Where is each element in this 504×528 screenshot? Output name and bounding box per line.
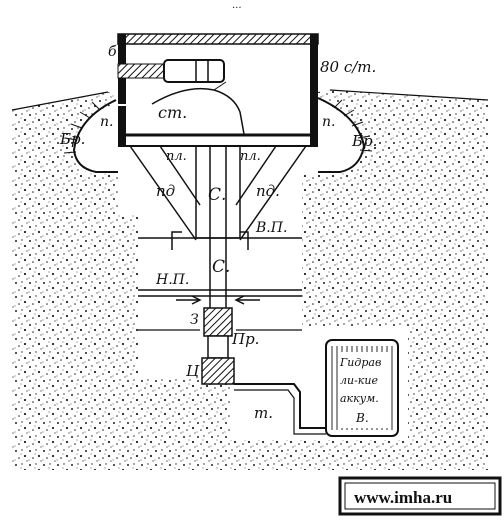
top-caption: ...	[232, 0, 242, 11]
label-z: З	[190, 312, 199, 328]
cylinder-ts	[201, 357, 235, 385]
watermark-text: www.imha.ru	[354, 488, 452, 507]
support-trusses	[129, 145, 307, 241]
label-vp: В.П.	[255, 220, 287, 236]
label-br-right: Бр.	[351, 132, 377, 150]
label-c-lower: С.	[212, 257, 230, 277]
label-accumulator-3: аккум.	[340, 392, 379, 405]
gun	[117, 59, 245, 135]
press-pr	[207, 335, 229, 359]
label-br-left: Бр.	[59, 130, 85, 148]
label-b: б	[108, 44, 117, 60]
label-accumulator-4: В.	[355, 411, 369, 425]
label-pl-left: пл.	[166, 149, 187, 164]
label-accumulator-1: Гидрав	[339, 356, 381, 369]
ground-surface-line	[11, 89, 489, 111]
label-gun-caliber: 80 с/т.	[320, 58, 376, 76]
label-st: ст.	[158, 103, 187, 122]
turret-wall-right	[310, 34, 318, 146]
label-p-left: п.	[100, 114, 113, 130]
label-pl-right: пл.	[240, 149, 261, 164]
label-ts: Ц	[186, 362, 200, 380]
parapet-left	[72, 99, 118, 173]
turret-wall-left	[118, 34, 126, 146]
label-np: Н.П.	[155, 272, 189, 288]
earth-fill	[12, 90, 488, 470]
upper-floor-vp	[138, 231, 302, 250]
turret-roof	[117, 33, 319, 45]
label-c-upper: С.	[208, 185, 226, 205]
watermark: www.imha.ru	[338, 476, 502, 516]
label-pr: Пр.	[231, 330, 259, 348]
label-t: т.	[254, 404, 273, 422]
gear-z	[203, 307, 233, 337]
brick-ring-right	[333, 99, 373, 152]
label-p-right: п.	[322, 114, 335, 130]
label-pd-right: пд.	[256, 182, 280, 200]
label-pd-left: пд	[156, 182, 175, 200]
hydraulic-pipe	[234, 383, 326, 429]
label-accumulator-2: ли-кие	[340, 374, 378, 387]
brick-ring-left	[63, 101, 101, 154]
lower-floor-np	[138, 289, 302, 305]
parapet-right	[317, 97, 366, 173]
